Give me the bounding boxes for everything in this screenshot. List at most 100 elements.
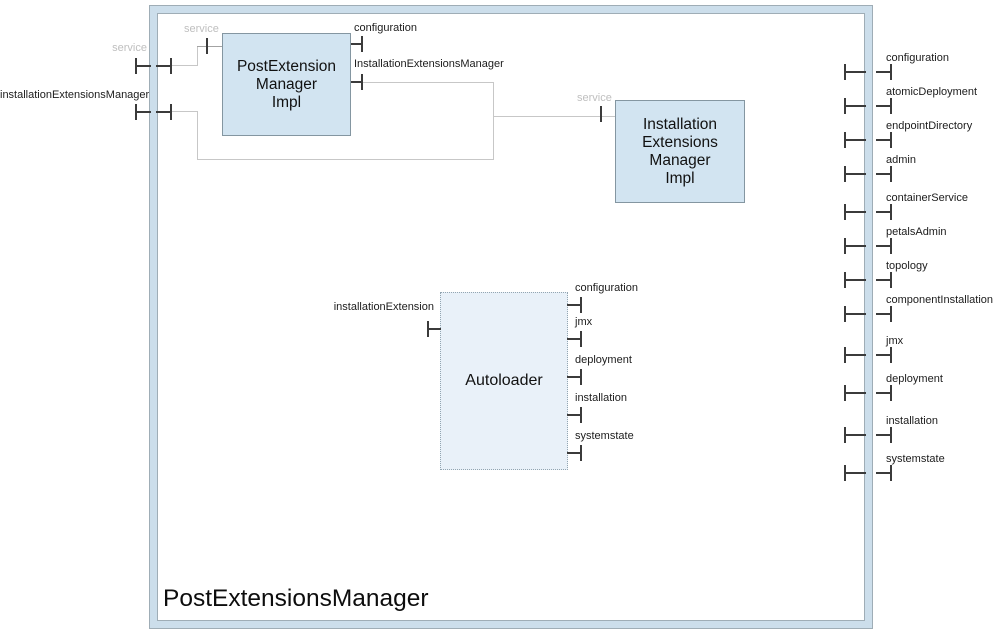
port-label: atomicDeployment: [886, 86, 978, 98]
port-iem-line: [351, 81, 363, 83]
port-line: [845, 139, 866, 141]
component-name: Autoloader: [465, 372, 543, 389]
port-label: endpointDirectory: [886, 120, 973, 132]
port-tick: [580, 407, 582, 423]
port-label: topology: [886, 260, 928, 272]
component-postextensionmanagerimpl[interactable]: PostExtension Manager Impl: [222, 33, 351, 136]
port-line: [845, 313, 866, 315]
component-name-line: Impl: [665, 169, 695, 187]
autoloader-port-configuration[interactable]: configuration: [567, 282, 638, 313]
port-installationextension-line: [428, 328, 441, 330]
external-port-jmx[interactable]: jmx: [844, 335, 903, 363]
port-line: [876, 472, 891, 474]
external-port-admin[interactable]: admin: [844, 154, 916, 182]
port-label: jmx: [886, 335, 904, 347]
external-port-componentinstallation[interactable]: componentInstallation: [844, 294, 993, 322]
port-tick: [890, 238, 892, 254]
component-installationextensionsmanagerimpl[interactable]: Installation Extensions Manager Impl: [615, 100, 745, 203]
port-configuration-tick[interactable]: [361, 36, 363, 52]
port-tick: [890, 465, 892, 481]
external-port-deployment[interactable]: deployment: [844, 373, 943, 401]
port-tick: [890, 132, 892, 148]
port-line: [876, 173, 891, 175]
port-label: componentInstallation: [886, 294, 994, 306]
external-port-configuration[interactable]: configuration: [844, 52, 949, 80]
port-label: configuration: [575, 282, 638, 294]
port-label: systemstate: [575, 430, 634, 442]
port-label: deployment: [575, 354, 632, 366]
port-line: [567, 376, 581, 378]
port-line: [845, 392, 866, 394]
external-port-topology[interactable]: topology: [844, 260, 928, 288]
port-tick: [890, 204, 892, 220]
port-configuration-line: [351, 43, 363, 45]
port-tick: [890, 166, 892, 182]
port-service-tick[interactable]: [600, 106, 602, 122]
port-tick: [580, 445, 582, 461]
port-line: [845, 105, 866, 107]
wire-service-segment: [197, 46, 222, 47]
external-port-endpointdirectory[interactable]: endpointDirectory: [844, 120, 972, 148]
autoloader-port-systemstate[interactable]: systemstate: [567, 430, 634, 461]
port-label: systemstate: [886, 453, 945, 465]
autoloader-port-deployment[interactable]: deployment: [567, 354, 632, 385]
external-port-atomicdeployment[interactable]: atomicDeployment: [844, 86, 977, 114]
port-label-configuration: configuration: [354, 22, 417, 34]
external-port-service[interactable]: [135, 58, 173, 74]
port-line: [567, 304, 581, 306]
port-tick: [890, 427, 892, 443]
port-label: petalsAdmin: [886, 226, 947, 238]
port-tick: [890, 385, 892, 401]
component-autoloader[interactable]: Autoloader: [440, 292, 568, 470]
external-port-containerservice[interactable]: containerService: [844, 192, 968, 220]
port-line: [845, 245, 866, 247]
port-tick: [580, 369, 582, 385]
port-label-installationextensionsmanager: InstallationExtensionsManager: [354, 58, 504, 70]
port-line: [845, 434, 866, 436]
port-line: [876, 71, 891, 73]
wire-iem-segment: [172, 111, 198, 112]
component-name-line: PostExtension: [236, 57, 337, 75]
component-name-line: Extensions: [642, 133, 718, 151]
external-port-label-installationextensionsmanager: installationExtensionsManager: [0, 89, 150, 101]
port-tick: [890, 347, 892, 363]
port-label: admin: [886, 154, 916, 166]
autoloader-port-installation[interactable]: installation: [567, 392, 627, 423]
port-service-tick[interactable]: [206, 38, 208, 54]
port-line: [876, 392, 891, 394]
external-port-label-service: service: [112, 42, 147, 54]
wire-service-branch: [493, 116, 615, 117]
external-port-systemstate[interactable]: systemstate: [844, 453, 945, 481]
port-line: [567, 338, 581, 340]
port-tick: [890, 272, 892, 288]
wire-iem-segment: [493, 82, 494, 160]
port-line: [876, 279, 891, 281]
component-name-line: Impl: [271, 93, 302, 111]
external-port-installation[interactable]: installation: [844, 415, 938, 443]
port-line: [845, 472, 866, 474]
port-line: [876, 354, 891, 356]
component-name-line: Manager: [649, 151, 711, 169]
port-line: [567, 452, 581, 454]
port-label: containerService: [886, 192, 968, 204]
port-label-installationextension: installationExtension: [333, 301, 434, 313]
port-line: [156, 65, 171, 67]
port-iem-tick[interactable]: [361, 74, 363, 90]
wire-iem-segment: [363, 82, 494, 83]
port-line: [876, 139, 891, 141]
external-port-installationextensionsmanager[interactable]: [135, 104, 173, 120]
port-line: [876, 105, 891, 107]
port-tick: [890, 98, 892, 114]
port-line: [567, 414, 581, 416]
port-line: [845, 279, 866, 281]
wire-iem-segment: [197, 111, 198, 160]
port-line: [876, 245, 891, 247]
composite-title: PostExtensionsManager: [163, 585, 429, 612]
wire-service-segment: [197, 46, 198, 66]
port-label: jmx: [575, 316, 593, 328]
port-line: [845, 71, 866, 73]
port-line: [136, 111, 151, 113]
port-tick: [170, 104, 172, 120]
external-port-petalsadmin[interactable]: petalsAdmin: [844, 226, 947, 254]
autoloader-port-jmx[interactable]: jmx: [567, 316, 592, 347]
